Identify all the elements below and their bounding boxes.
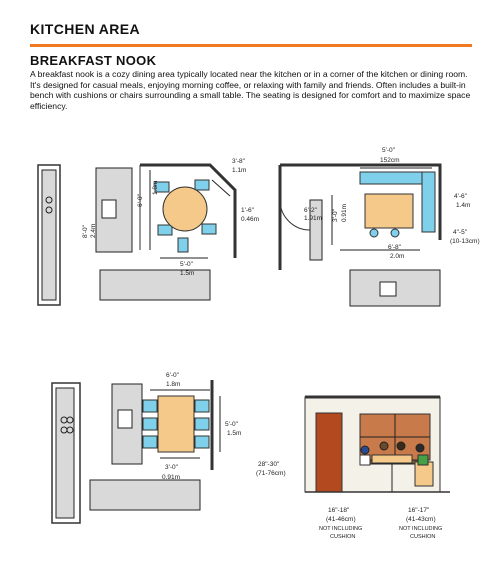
article-body: A breakfast nook is a cozy dining area t… bbox=[30, 69, 471, 111]
el-d3-note1: NOT INCLUDING bbox=[399, 526, 442, 532]
plan-rect-table bbox=[51, 380, 221, 524]
p1-d2-m: 1.8m bbox=[152, 181, 159, 195]
p1-d5-m: 1.5m bbox=[180, 270, 194, 277]
p2-d1-ft: 5'-0" bbox=[382, 147, 396, 154]
p2-d3-ft: 6'-2" bbox=[304, 207, 318, 214]
elevation-view bbox=[304, 395, 450, 493]
article-heading: BREAKFAST NOOK bbox=[30, 53, 157, 68]
p2-d5-m: (10-13cm) bbox=[450, 238, 480, 245]
section-title: KITCHEN AREA bbox=[30, 21, 141, 37]
orange-divider bbox=[30, 44, 472, 47]
p3-d2-m: 1.5m bbox=[227, 430, 241, 437]
p2-d3-m: 1.91m bbox=[304, 215, 322, 222]
p3-d1-ft: 6'-0" bbox=[166, 372, 180, 379]
p1-d4-ft: 1'-6" bbox=[241, 207, 255, 214]
p1-d4-m: 0.46m bbox=[241, 216, 259, 223]
p2-d6-ft: 6'-8" bbox=[388, 244, 402, 251]
el-d3-m: (41-43cm) bbox=[406, 516, 436, 523]
p2-d4-m: 0.91m bbox=[341, 204, 348, 222]
p2-d6-m: 2.0m bbox=[390, 253, 404, 260]
p2-d1-m: 152cm bbox=[380, 157, 400, 164]
p1-d3-ft: 8'-0" bbox=[82, 224, 89, 238]
p2-d2-ft: 4'-6" bbox=[454, 193, 468, 200]
p2-d2-m: 1.4m bbox=[456, 202, 470, 209]
el-d1-ft: 28"-30" bbox=[258, 461, 280, 468]
p1-d1-m: 1.1m bbox=[232, 167, 246, 174]
el-d2-note1: NOT INCLUDING bbox=[319, 526, 362, 532]
p1-d5-ft: 5'-0" bbox=[180, 261, 194, 268]
p3-d2-ft: 5'-0" bbox=[225, 421, 239, 428]
el-d3-ft: 16"-17" bbox=[408, 507, 430, 514]
p1-d3-m: 2.4m bbox=[90, 224, 97, 238]
el-d1-m: (71-76cm) bbox=[256, 470, 286, 477]
p1-d2-ft: 6'-0" bbox=[137, 193, 144, 207]
p2-d5-ft: 4"-5" bbox=[453, 229, 468, 236]
el-d2-note2: CUSHION bbox=[330, 534, 355, 540]
plan-corner-bench bbox=[278, 163, 442, 307]
el-d2-ft: 16"-18" bbox=[328, 507, 350, 514]
el-d3-note2: CUSHION bbox=[410, 534, 435, 540]
p3-d3-ft: 3'-0" bbox=[165, 464, 179, 471]
door bbox=[315, 412, 343, 493]
p3-d3-m: 0.91m bbox=[162, 474, 180, 481]
plan-round-table bbox=[37, 163, 237, 306]
p3-d1-m: 1.8m bbox=[166, 381, 180, 388]
p1-d1-ft: 3'-8" bbox=[232, 158, 246, 165]
el-d2-m: (41-46cm) bbox=[326, 516, 356, 523]
p2-d4-ft: 3'-0" bbox=[332, 208, 339, 222]
